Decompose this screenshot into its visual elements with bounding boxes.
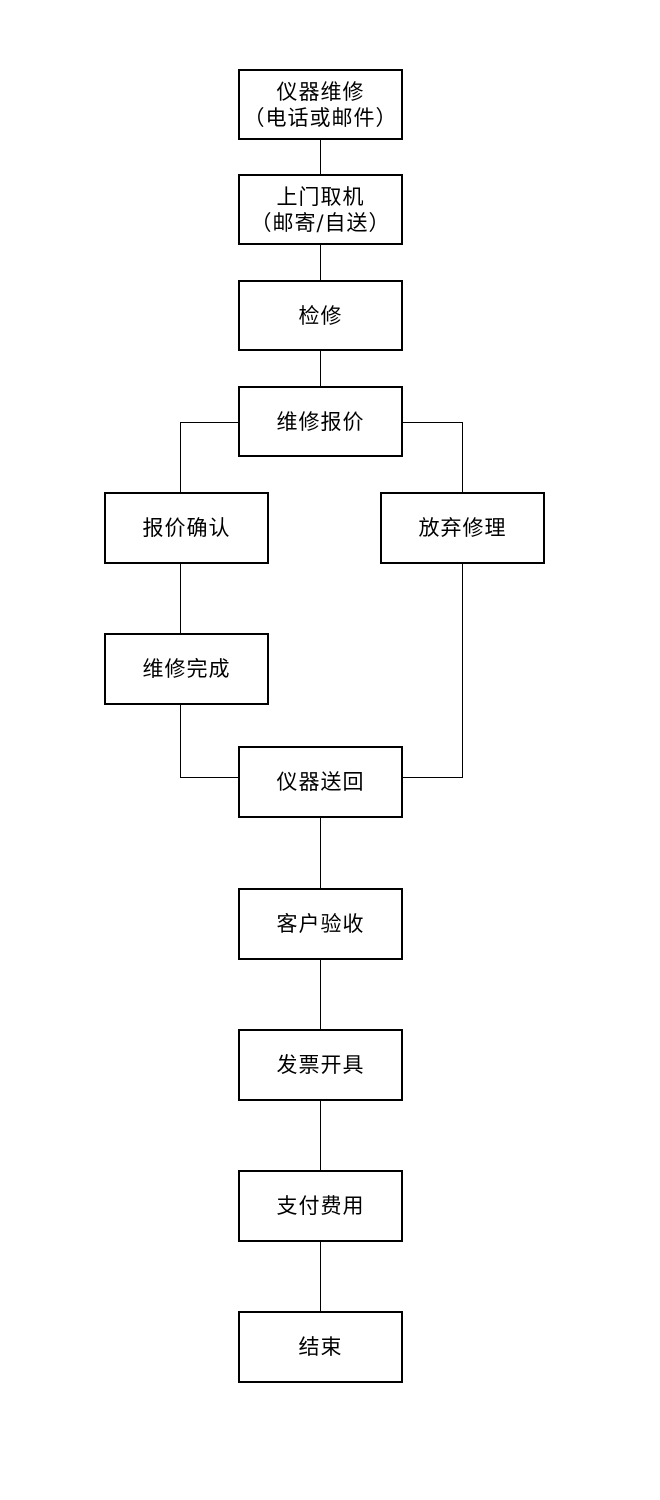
node-acceptance-label: 客户验收	[276, 912, 365, 936]
node-quote-confirm-label: 报价确认	[142, 516, 231, 540]
node-end-label: 结束	[298, 1335, 343, 1359]
node-quote-confirm: 报价确认	[104, 492, 269, 564]
node-pickup-title: 上门取机	[276, 184, 365, 209]
node-return-label: 仪器送回	[276, 770, 365, 794]
node-payment-label: 支付费用	[276, 1194, 365, 1218]
node-acceptance: 客户验收	[238, 888, 403, 960]
edge-quote-to-quote-confirm	[180, 422, 239, 494]
edge-repair-done-to-return	[180, 703, 239, 778]
node-repair-request-title: 仪器维修	[276, 79, 365, 104]
node-payment: 支付费用	[238, 1170, 403, 1242]
node-quote-label: 维修报价	[276, 409, 365, 434]
node-abandon-label: 放弃修理	[418, 516, 507, 540]
node-pickup: 上门取机 （邮寄/自送）	[238, 174, 403, 245]
node-repair-done-label: 维修完成	[142, 657, 231, 681]
node-invoice-label: 发票开具	[276, 1053, 365, 1077]
node-repair-done: 维修完成	[104, 633, 269, 705]
node-inspection: 检修	[238, 280, 403, 351]
node-return: 仪器送回	[238, 746, 403, 818]
node-quote: 维修报价	[238, 386, 403, 457]
node-invoice: 发票开具	[238, 1029, 403, 1101]
node-repair-request-subtitle: （电话或邮件）	[243, 105, 398, 130]
node-inspection-label: 检修	[298, 303, 343, 328]
node-abandon: 放弃修理	[380, 492, 545, 564]
node-end: 结束	[238, 1311, 403, 1383]
node-repair-request: 仪器维修 （电话或邮件）	[238, 69, 403, 140]
edge-abandon-to-return	[402, 562, 463, 778]
edge-quote-to-abandon	[402, 422, 463, 494]
node-pickup-subtitle: （邮寄/自送）	[250, 210, 391, 235]
